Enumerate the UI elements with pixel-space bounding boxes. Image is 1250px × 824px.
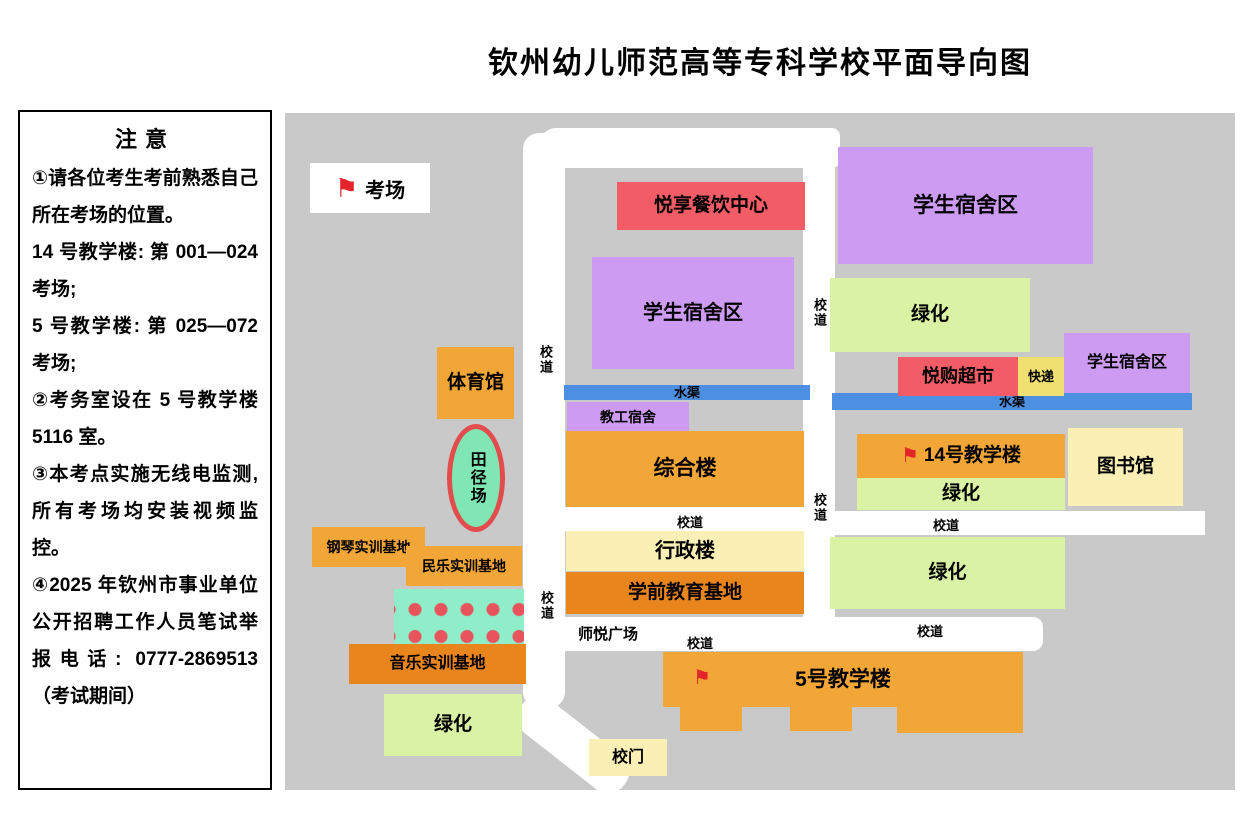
notice-item: ①请各位考生考前熟悉自己所在考场的位置。 [32,168,258,226]
road-label: 校道 [539,591,554,621]
building-dorm-east: 学生宿舍区 [1064,333,1190,393]
road-label: 校道 [812,493,827,523]
water-label: 水渠 [998,393,1025,409]
building-gate: 校门 [589,739,667,776]
road-mid-east [835,511,1205,535]
track-field-label: 田径场 [467,451,485,505]
building-dorm-north: 学生宿舍区 [838,147,1093,264]
road-label: 校道 [677,515,704,530]
campus-map: ⚑ 考场 水渠 水渠 悦享餐饮中心 学生宿舍区 学生宿舍区 绿化 悦购超市 快递… [285,113,1235,802]
building-admin: 行政楼 [566,531,804,571]
road-south [543,617,1043,651]
notice-item: 14 号教学楼: 第 001—024 考场; [32,242,258,300]
building-teach14: ⚑ 14号教学楼 [857,434,1065,478]
water-channel-west: 水渠 [564,385,810,400]
road-west [523,133,565,708]
building-dining-center: 悦享餐饮中心 [617,182,805,230]
building-dorm-central: 学生宿舍区 [592,257,794,369]
sports-courts [394,589,524,646]
water-label: 水渠 [673,384,700,400]
building-staff-dorm: 教工宿舍 [567,402,689,432]
notice-panel: 注意 ①请各位考生考前熟悉自己所在考场的位置。 14 号教学楼: 第 001—0… [18,110,272,790]
building-express: 快递 [1018,357,1064,396]
green-area-east: 绿化 [830,537,1065,609]
notice-item: 5 号教学楼: 第 025—072 考场; [32,316,258,374]
road-north [540,128,840,168]
notice-item: ④2025 年钦州市事业单位公开招聘工作人员笔试举报电话: 0777-28695… [32,575,258,707]
road-east [803,128,835,633]
road-label: 校道 [812,298,827,328]
building-folk-music-base: 民乐实训基地 [406,546,522,586]
building-market: 悦购超市 [898,357,1018,396]
building-music-base: 音乐实训基地 [349,644,526,684]
building-teach5-wing [790,705,852,731]
road-mid-west [565,507,805,531]
road-label: 校道 [538,345,553,375]
building-preschool-base: 学前教育基地 [566,572,804,614]
building-teach5-label: 5号教学楼 [795,667,891,691]
exam-flag-icon: ⚑ [334,173,359,203]
building-teach5: ⚑ 5号教学楼 [663,652,1023,707]
building-teach14-label: 14号教学楼 [923,444,1022,466]
legend-exam-room-label: 考场 [365,179,406,202]
road-label: 校道 [933,518,960,533]
exam-flag-icon: ⚑ [900,445,919,467]
page-title: 钦州幼儿师范高等专科学校平面导向图 [488,47,1032,80]
building-library: 图书馆 [1068,428,1183,506]
water-channel-east: 水渠 [832,393,1192,410]
green-area-north: 绿化 [830,278,1030,352]
building-teach5-wing [680,705,742,731]
building-complex: 综合楼 [566,431,804,507]
notice-title: 注意 [114,127,175,152]
road-label: 校道 [687,636,714,651]
notice-item: ③本考点实施无线电监测,所有考场均安装视频监控。 [32,464,258,559]
notice-item: ②考务室设在 5 号教学楼 5116 室。 [32,390,258,448]
exam-flag-icon: ⚑ [693,667,711,689]
green-area-southwest: 绿化 [384,694,522,756]
track-field: 田径场 [447,424,505,532]
road-label: 校道 [917,624,944,639]
plaza-label: 师悦广场 [578,626,639,643]
legend-box: ⚑ 考场 [310,163,430,213]
building-gym: 体育馆 [437,347,514,419]
green-area-teach14: 绿化 [857,478,1065,510]
building-teach5-wing [897,705,1023,733]
